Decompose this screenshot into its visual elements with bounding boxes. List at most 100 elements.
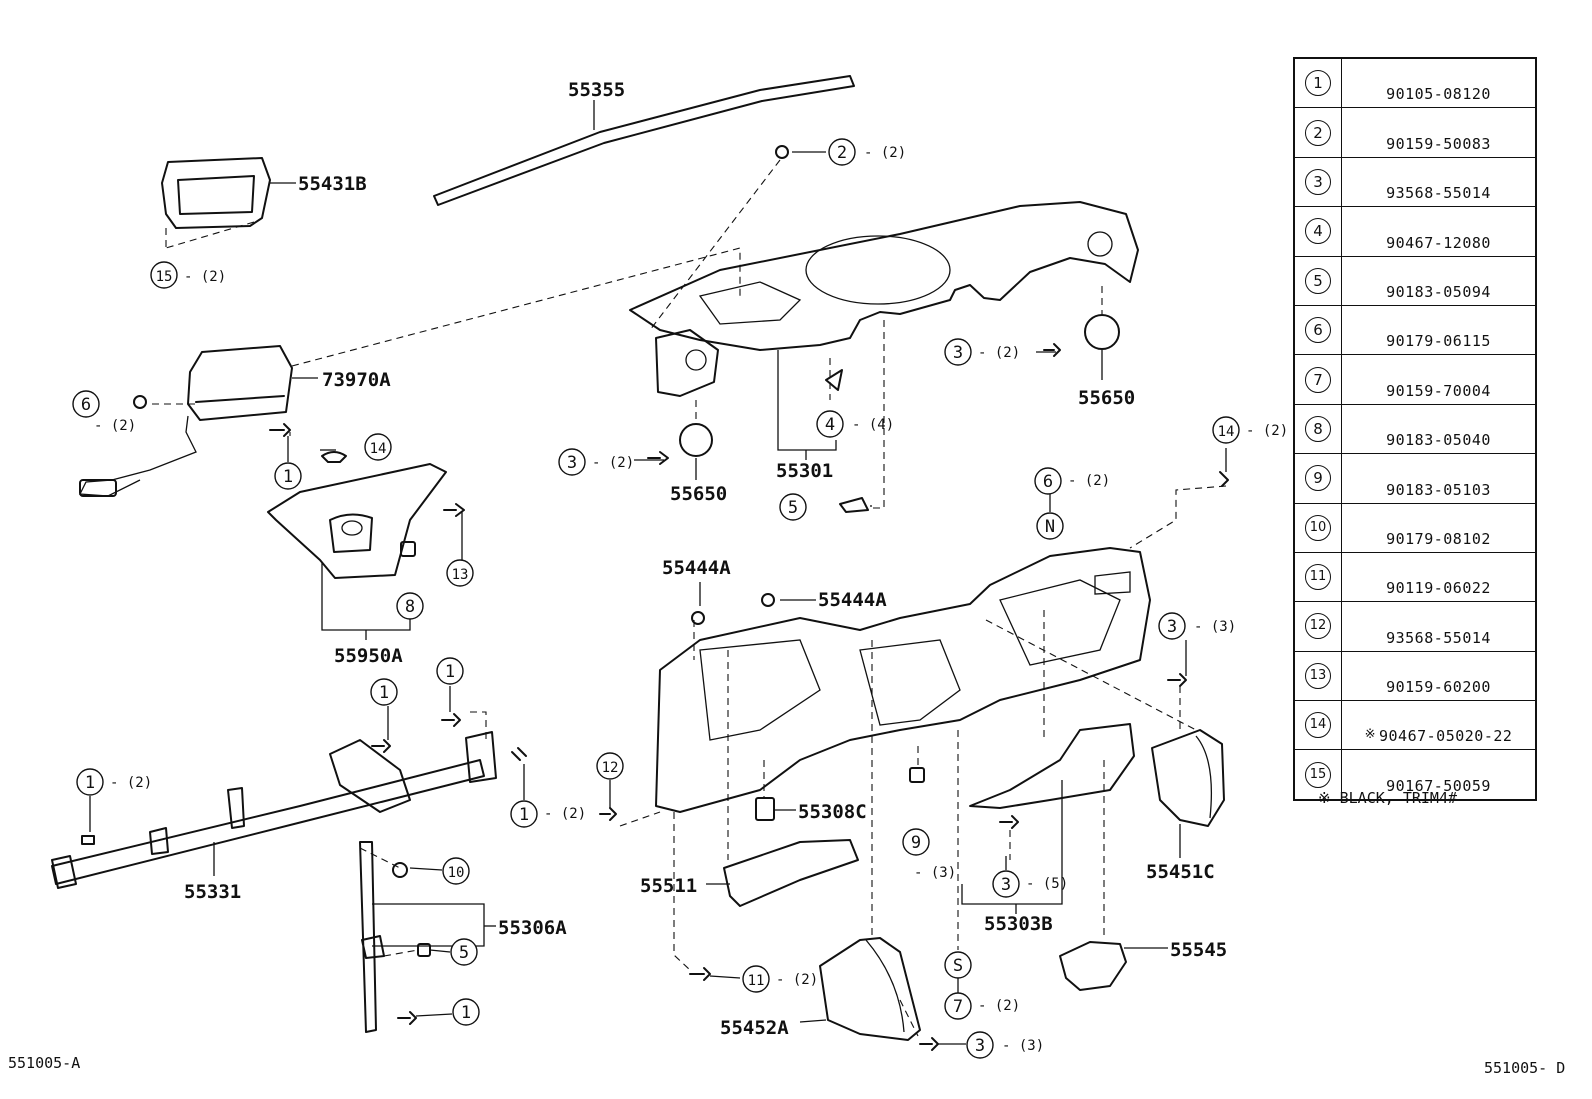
parts-table-index-cell: 9 (1293, 453, 1342, 504)
label-55444a-left: 55444A (662, 557, 731, 579)
parts-table-row: 4 90467-12080 (1293, 206, 1537, 257)
ip-openings-shape (699, 571, 1131, 741)
svg-text:- (2): - (2) (978, 998, 1020, 1014)
callout-14-right: 14 (1212, 416, 1240, 444)
lower-cover-shape (969, 723, 1135, 809)
parts-table-index: 10 (1305, 514, 1331, 541)
svg-text:- (2): - (2) (94, 418, 136, 434)
callout-15: 15 (150, 261, 178, 289)
svg-text:11: 11 (748, 973, 765, 989)
parts-table-index-cell: 11 (1293, 551, 1342, 603)
marker-n: N (1036, 512, 1064, 540)
parts-table-index-cell: 3 (1293, 156, 1342, 208)
svg-text:N: N (1045, 517, 1055, 537)
parts-table-number-cell: 90159-60200 (1341, 650, 1537, 702)
quantity-labels: - (2) - (2) - (2) - (2) - (4) - (2) - (2… (94, 145, 1288, 1054)
callout-14-left: 14 (364, 433, 392, 461)
parts-table-part-number: 90467-12080 (1386, 233, 1491, 252)
parts-table-row: 14※90467-05020-22 (1293, 700, 1537, 751)
svg-text:1: 1 (283, 467, 293, 487)
svg-text:- (2): - (2) (110, 775, 152, 791)
parts-table-index: 4 (1305, 218, 1331, 245)
cover-55545-shape (1059, 941, 1127, 991)
parts-table-part-number: 90179-08102 (1386, 529, 1491, 548)
svg-text:5: 5 (459, 943, 469, 963)
lower-instrument-panel-shape (655, 547, 1151, 813)
marker-s: S (944, 951, 972, 979)
parts-table-row: 11 90119-06022 (1293, 551, 1537, 603)
svg-text:4: 4 (825, 415, 835, 435)
parts-table-part-number: 90467-05020-22 (1378, 727, 1513, 746)
bezel-55431b-shape (161, 157, 271, 229)
svg-text:3: 3 (1001, 875, 1011, 895)
vent-55650-left-shape (679, 423, 713, 457)
pad-right-vent-shape (1087, 231, 1113, 257)
parts-table-number-cell: 90467-12080 (1341, 206, 1537, 257)
callout-3-right: 3 (944, 338, 972, 366)
svg-text:1: 1 (379, 683, 389, 703)
side-duct-shape (1151, 729, 1225, 827)
part-number-labels: 55355 55431B 73970A 55950A 55301 55650 5… (184, 79, 1227, 1039)
svg-text:9: 9 (911, 833, 921, 853)
parts-table-mark: ※ (1364, 727, 1376, 743)
table-note: ※ BLACK, TRIM4# (1318, 789, 1457, 807)
parts-table-part-number: 90159-70004 (1386, 381, 1491, 400)
svg-text:S: S (953, 956, 963, 976)
beam-bracket-shapes (51, 731, 497, 889)
svg-text:2: 2 (837, 143, 847, 163)
svg-text:- (5): - (5) (1026, 876, 1068, 892)
parts-table-row: 2 90159-50083 (1293, 107, 1537, 158)
label-73970a: 73970A (322, 369, 391, 391)
parts-table-index-cell: 4 (1293, 206, 1342, 257)
label-55331: 55331 (184, 881, 241, 903)
parts-table-index-cell: 7 (1293, 354, 1342, 405)
callout-3-left: 3 (558, 448, 586, 476)
airbag-connector-shape (79, 479, 117, 497)
parts-table-part-number: 90183-05103 (1386, 480, 1491, 499)
svg-text:3: 3 (953, 343, 963, 363)
parts-table-index: 1 (1305, 70, 1331, 97)
svg-text:- (3): - (3) (1002, 1038, 1044, 1054)
callout-1-beam-a: 1 (370, 678, 398, 706)
parts-table-number-cell: 90179-06115 (1341, 304, 1537, 356)
lower-duct-rim-shape (865, 939, 905, 1033)
label-55306a: 55306A (498, 917, 567, 939)
label-55301: 55301 (776, 460, 833, 482)
callout-1-beam-right: 1 (510, 800, 538, 828)
parts-table-index: 15 (1305, 761, 1331, 788)
parts-table-part-number: 90183-05094 (1386, 282, 1491, 301)
svg-text:14: 14 (370, 441, 387, 457)
svg-text:- (2): - (2) (776, 972, 818, 988)
parts-table-row: 9 90183-05103 (1293, 453, 1537, 504)
callout-4: 4 (816, 410, 844, 438)
diagram-code-left: 551005-A (8, 1054, 81, 1072)
parts-table-index-cell: 13 (1293, 650, 1342, 702)
label-55650-left: 55650 (670, 483, 727, 505)
callout-11: 11 (742, 965, 770, 993)
svg-text:- (2): - (2) (1068, 473, 1110, 489)
pad-side-cap-shape (655, 329, 719, 397)
callout-1-airbag: 1 (274, 462, 302, 490)
part-shapes (51, 75, 1229, 1051)
callout-1-beam-b: 1 (436, 657, 464, 685)
svg-text:7: 7 (953, 997, 963, 1017)
parts-table-index: 2 (1305, 119, 1331, 146)
parts-table-number-cell: 93568-55014 (1341, 601, 1537, 652)
callout-8: 8 (396, 592, 424, 620)
windshield-molding-shape (433, 75, 855, 206)
parts-table-number-cell: 90119-06022 (1341, 551, 1537, 603)
parts-table-part-number: 90119-06022 (1386, 579, 1491, 598)
label-55451c: 55451C (1146, 861, 1215, 883)
svg-text:3: 3 (567, 453, 577, 473)
label-55511: 55511 (640, 875, 697, 897)
parts-table-number-cell: 93568-55014 (1341, 156, 1537, 208)
parts-table-part-number: 90159-50083 (1386, 134, 1491, 153)
cluster-opening-shape (805, 235, 951, 305)
leader-lines (89, 100, 1227, 1045)
parts-table-row: 10 90179-08102 (1293, 502, 1537, 553)
